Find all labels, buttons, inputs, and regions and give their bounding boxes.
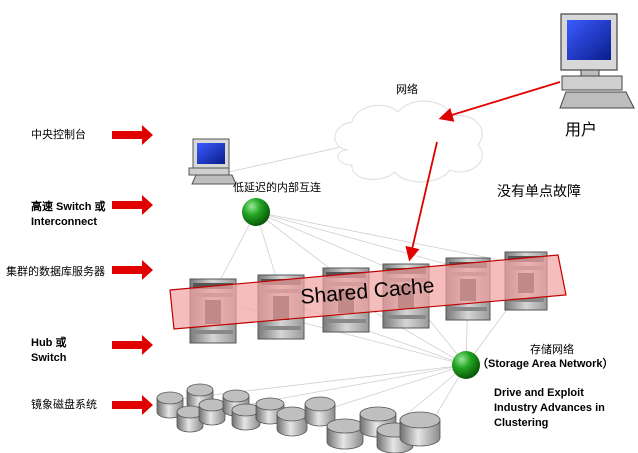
db-servers-label: 集群的数据库服务器	[6, 265, 105, 278]
disk-icon	[399, 411, 441, 447]
disk-icon	[276, 406, 308, 437]
low-latency-label: 低延迟的内部互连	[233, 181, 321, 194]
disk-icon	[304, 396, 336, 427]
disk-icon	[198, 398, 226, 426]
drive-text-line2: Industry Advances in	[494, 402, 605, 414]
no-spof-label: 没有单点故障	[497, 184, 581, 200]
console-label: 中央控制台	[31, 128, 86, 141]
disk-icon	[176, 405, 204, 433]
red-arrow-icon	[112, 125, 153, 145]
drive-text-line3: Clustering	[494, 417, 549, 429]
shared-cache-band	[169, 254, 567, 330]
console-computer-icon	[188, 138, 237, 185]
user-label: 用户	[565, 120, 598, 139]
network-label: 网络	[396, 83, 418, 96]
san-label-line1: 存储网络	[530, 343, 574, 356]
disk-icon	[326, 418, 364, 450]
interconnect-label-line1: 高速 Switch 或	[31, 201, 106, 213]
interconnect-node-icon	[242, 198, 270, 226]
cloud-to-servers-arrow	[405, 141, 438, 262]
disks-label: 镜象磁盘系统	[31, 398, 97, 411]
red-arrow-icon	[112, 335, 153, 355]
interconnect-lines	[169, 144, 526, 426]
drive-text-line1: Drive and Exploit	[494, 387, 584, 399]
disk-icon	[231, 403, 261, 431]
red-arrow-icon	[112, 195, 153, 215]
user-to-cloud-arrow	[438, 81, 561, 122]
disk-group	[156, 383, 441, 453]
left-arrows	[112, 125, 153, 415]
san-node-icon	[452, 351, 480, 379]
interconnect-label-line2: Interconnect	[31, 216, 98, 228]
user-computer-icon	[559, 13, 635, 109]
red-arrow-icon	[112, 395, 153, 415]
disk-icon	[156, 391, 184, 419]
hub-label-line2: Switch	[31, 352, 67, 364]
san-label-line2: （Storage Area Network）	[477, 358, 614, 370]
hub-label-line1: Hub 或	[31, 337, 67, 349]
red-arrow-icon	[112, 260, 153, 280]
